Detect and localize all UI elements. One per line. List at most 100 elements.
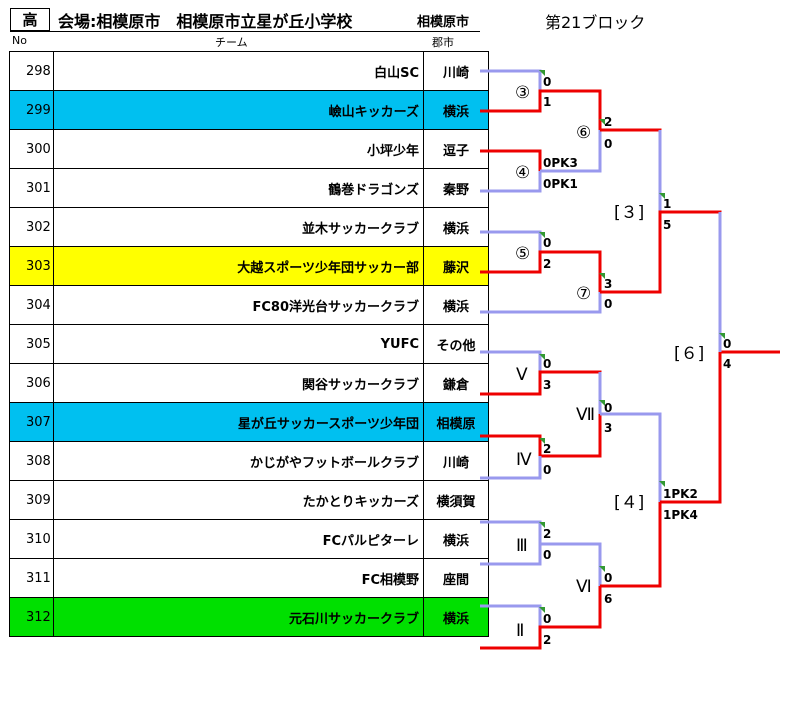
match-label-b6: [６]: [674, 344, 704, 364]
team-no: 306: [9, 363, 54, 403]
score-7-top: 3: [604, 277, 612, 291]
match-r7-lines: [600, 412, 662, 502]
team-name: 大越スポーツ少年団サッカー部: [53, 246, 424, 286]
score-b4-top: 1PK2: [663, 487, 698, 501]
team-name: YUFC: [53, 324, 424, 364]
team-no: 309: [9, 480, 54, 520]
score-4-top: 0PK3: [543, 156, 578, 170]
team-name: 鶴巻ドラゴンズ: [53, 168, 424, 208]
team-no: 308: [9, 441, 54, 481]
match-r4-lines: [480, 372, 602, 480]
score-3-top: 0: [543, 75, 551, 89]
match-b4-lines: [660, 352, 722, 504]
match-label-r3: Ⅲ: [516, 536, 528, 556]
team-city: 相模原: [423, 402, 489, 442]
header-underline: [10, 31, 480, 32]
match-r3-lines: [480, 520, 602, 586]
score-r7-bottom: 3: [604, 421, 612, 435]
score-b6-bottom: 4: [723, 357, 731, 371]
match-r2-lines: [480, 586, 602, 650]
column-header-team: チーム: [215, 36, 248, 49]
venue-title: 会場:相模原市 相模原市立星が丘小学校: [58, 12, 353, 31]
team-city: 横浜: [423, 597, 489, 637]
team-name: たかとりキッカーズ: [53, 480, 424, 520]
score-b3-bottom: 5: [663, 218, 671, 232]
match-label-r2: Ⅱ: [516, 621, 524, 641]
venue-city: 相模原市: [417, 15, 470, 30]
team-city: 鎌倉: [423, 363, 489, 403]
match-label-b4: [４]: [614, 493, 644, 513]
team-no: 300: [9, 129, 54, 169]
match-label-4: ④: [515, 163, 530, 183]
team-city: 座間: [423, 558, 489, 598]
column-header-no: No: [12, 34, 27, 47]
score-r6-bottom: 6: [604, 592, 612, 606]
score-b3-top: 1: [663, 197, 671, 211]
team-city: 横浜: [423, 207, 489, 247]
match-label-b3: [３]: [614, 203, 644, 223]
team-city: 横浜: [423, 90, 489, 130]
score-r7-top: 0: [604, 401, 612, 415]
score-5-top: 0: [543, 236, 551, 250]
team-city: 秦野: [423, 168, 489, 208]
team-name: FCパルピターレ: [53, 519, 424, 559]
team-name: 小坪少年: [53, 129, 424, 169]
score-b6-top: 0: [723, 337, 731, 351]
team-city: 川崎: [423, 441, 489, 481]
team-city: 横浜: [423, 285, 489, 325]
team-city: その他: [423, 324, 489, 364]
team-name: 星が丘サッカースポーツ少年団: [53, 402, 424, 442]
score-6-top: 2: [604, 115, 612, 129]
team-city: 藤沢: [423, 246, 489, 286]
block-title: 第21ブロック: [545, 13, 646, 32]
team-name: 元石川サッカークラブ: [53, 597, 424, 637]
score-r5-bottom: 3: [543, 378, 551, 392]
team-no: 312: [9, 597, 54, 637]
team-no: 307: [9, 402, 54, 442]
match-b6-lines: [718, 212, 780, 354]
match-label-r7: Ⅶ: [576, 405, 595, 425]
match-label-r6: Ⅵ: [576, 577, 592, 597]
score-r2-bottom: 2: [543, 633, 551, 647]
division-badge: 高: [10, 8, 50, 31]
score-r2-top: 0: [543, 612, 551, 626]
team-no: 305: [9, 324, 54, 364]
score-7-bottom: 0: [604, 297, 612, 311]
score-b4-bottom: 1PK4: [663, 508, 698, 522]
team-name: 並木サッカークラブ: [53, 207, 424, 247]
score-3-bottom: 1: [543, 95, 551, 109]
team-no: 304: [9, 285, 54, 325]
match-4-lines: [480, 130, 602, 193]
score-4-bottom: 0PK1: [543, 177, 578, 191]
score-r4-bottom: 0: [543, 463, 551, 477]
match-label-5: ⑤: [515, 244, 530, 264]
match-label-6: ⑥: [576, 123, 591, 143]
score-r4-top: 2: [543, 442, 551, 456]
comment-markers: [539, 70, 725, 613]
match-b3-lines: [658, 130, 722, 352]
score-5-bottom: 2: [543, 257, 551, 271]
team-no: 311: [9, 558, 54, 598]
team-no: 310: [9, 519, 54, 559]
column-header-city: 郡市: [432, 36, 454, 49]
team-no: 299: [9, 90, 54, 130]
match-label-7: ⑦: [576, 284, 591, 304]
match-3-lines: [480, 69, 602, 130]
match-r6-lines: [600, 502, 662, 588]
match-label-r4: Ⅳ: [516, 450, 532, 470]
score-r3-bottom: 0: [543, 548, 551, 562]
